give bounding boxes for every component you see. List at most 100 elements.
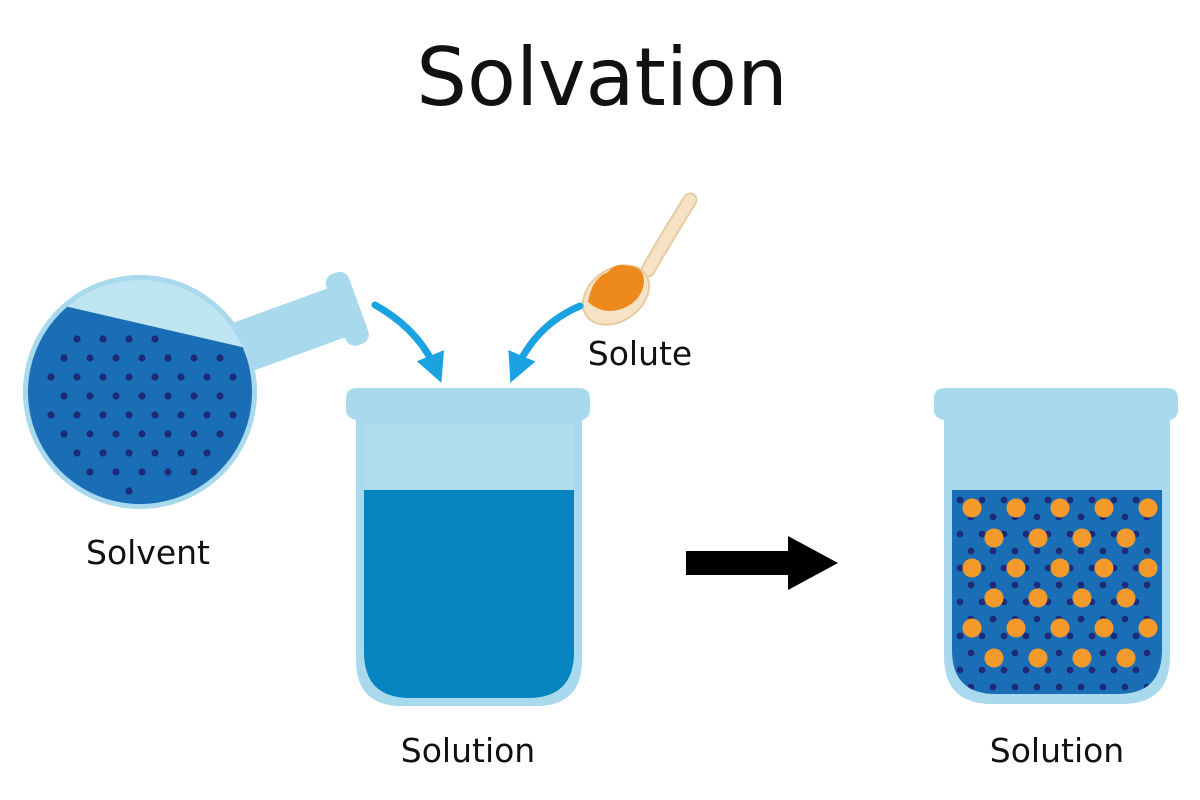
solute-particle (1028, 528, 1048, 548)
solvent-particle (1121, 547, 1129, 555)
solvent-particle (1066, 496, 1074, 504)
solvent-particle (1022, 632, 1030, 640)
solvent-particle (47, 411, 55, 419)
solvent-particle (1088, 496, 1096, 504)
solute-particle (1094, 618, 1114, 638)
solvent-particle (1066, 666, 1074, 674)
solvent-particle (956, 598, 964, 606)
solution-liquid (952, 490, 1162, 694)
solvent-particle (956, 530, 964, 538)
solute-particle (1072, 528, 1092, 548)
solvent-particle (956, 496, 964, 504)
solvent-particle (1000, 632, 1008, 640)
solvent-particle (1055, 683, 1063, 691)
solvent-particle (138, 430, 146, 438)
solvent-particle (1044, 632, 1052, 640)
solvent-particle (125, 373, 133, 381)
solvent-particle (151, 373, 159, 381)
pour-solvent-arrow-icon (371, 301, 444, 383)
solvent-particle (1132, 564, 1140, 572)
solvent-particle (1143, 649, 1151, 657)
solvent-particle (1022, 598, 1030, 606)
solvent-particle (138, 392, 146, 400)
solvent-particle (60, 392, 68, 400)
solvent-particle (1033, 581, 1041, 589)
solute-particle (984, 588, 1004, 608)
solvent-particle (1099, 649, 1107, 657)
solute-particle (1138, 618, 1158, 638)
solvent-particle (1132, 496, 1140, 504)
solvent-particle (112, 392, 120, 400)
solvent-particle (1110, 632, 1118, 640)
solvent-particle (1066, 632, 1074, 640)
solvent-particle (1000, 666, 1008, 674)
solvent-particle (989, 615, 997, 623)
right-arrow-icon (686, 536, 838, 590)
solvent-particle (99, 373, 107, 381)
solvent-particle (1132, 666, 1140, 674)
solvent-particle (978, 496, 986, 504)
beaker-icon (346, 388, 590, 706)
solvent-particle (164, 392, 172, 400)
solvent-particle (1110, 496, 1118, 504)
solvent-particle (86, 354, 94, 362)
solution-liquid (364, 490, 574, 698)
solute-particle (1006, 618, 1026, 638)
solvent-particle (190, 392, 198, 400)
solute-particle (1050, 558, 1070, 578)
solvent-particle (229, 373, 237, 381)
solvent-particle (151, 411, 159, 419)
solvent-particle (1077, 513, 1085, 521)
solvent-particle (216, 392, 224, 400)
solvent-particle (73, 411, 81, 419)
solvent-particle (112, 430, 120, 438)
solvent-particle (956, 632, 964, 640)
solute-particle (1116, 528, 1136, 548)
solvent-particle (73, 373, 81, 381)
solvent-particle (1099, 683, 1107, 691)
solvent-particle (99, 411, 107, 419)
solute-particle (1072, 648, 1092, 668)
solvent-particle (1077, 547, 1085, 555)
solvent-particle (99, 335, 107, 343)
solvent-particle (1055, 649, 1063, 657)
solute-particle (1138, 498, 1158, 518)
solvent-particle (1077, 683, 1085, 691)
solute-particle (1006, 558, 1026, 578)
solvent-particle (989, 581, 997, 589)
solvent-particle (73, 335, 81, 343)
solvent-particle (967, 581, 975, 589)
solvent-particle (989, 683, 997, 691)
solvent-particle (138, 468, 146, 476)
beaker-icon (934, 388, 1178, 704)
solute-particle (1116, 588, 1136, 608)
solvent-particle (1121, 683, 1129, 691)
solute-particle (1050, 618, 1070, 638)
solvent-particle (956, 666, 964, 674)
solvent-particle (125, 335, 133, 343)
solvent-particle (216, 430, 224, 438)
solute-particle (984, 648, 1004, 668)
solvent-particle (60, 430, 68, 438)
page-title: Solvation (416, 31, 788, 124)
solute-particle (962, 558, 982, 578)
solvent-particle (1000, 564, 1008, 572)
solvent-particle (1033, 547, 1041, 555)
solvent-particle (1033, 513, 1041, 521)
solvent-particle (164, 430, 172, 438)
solvent-particle (1110, 598, 1118, 606)
solvent-particle (989, 513, 997, 521)
solvent-particle (216, 354, 224, 362)
solute-particle (1050, 498, 1070, 518)
solvent-particle (229, 411, 237, 419)
solvent-particle (203, 411, 211, 419)
solute-particle (962, 618, 982, 638)
solvent-particle (1022, 496, 1030, 504)
solvent-particle (1011, 581, 1019, 589)
solvent-particle (1077, 615, 1085, 623)
solute-particle (1094, 558, 1114, 578)
solute-particles (962, 498, 1158, 668)
solute-particle (1006, 498, 1026, 518)
solute-particle (1094, 498, 1114, 518)
